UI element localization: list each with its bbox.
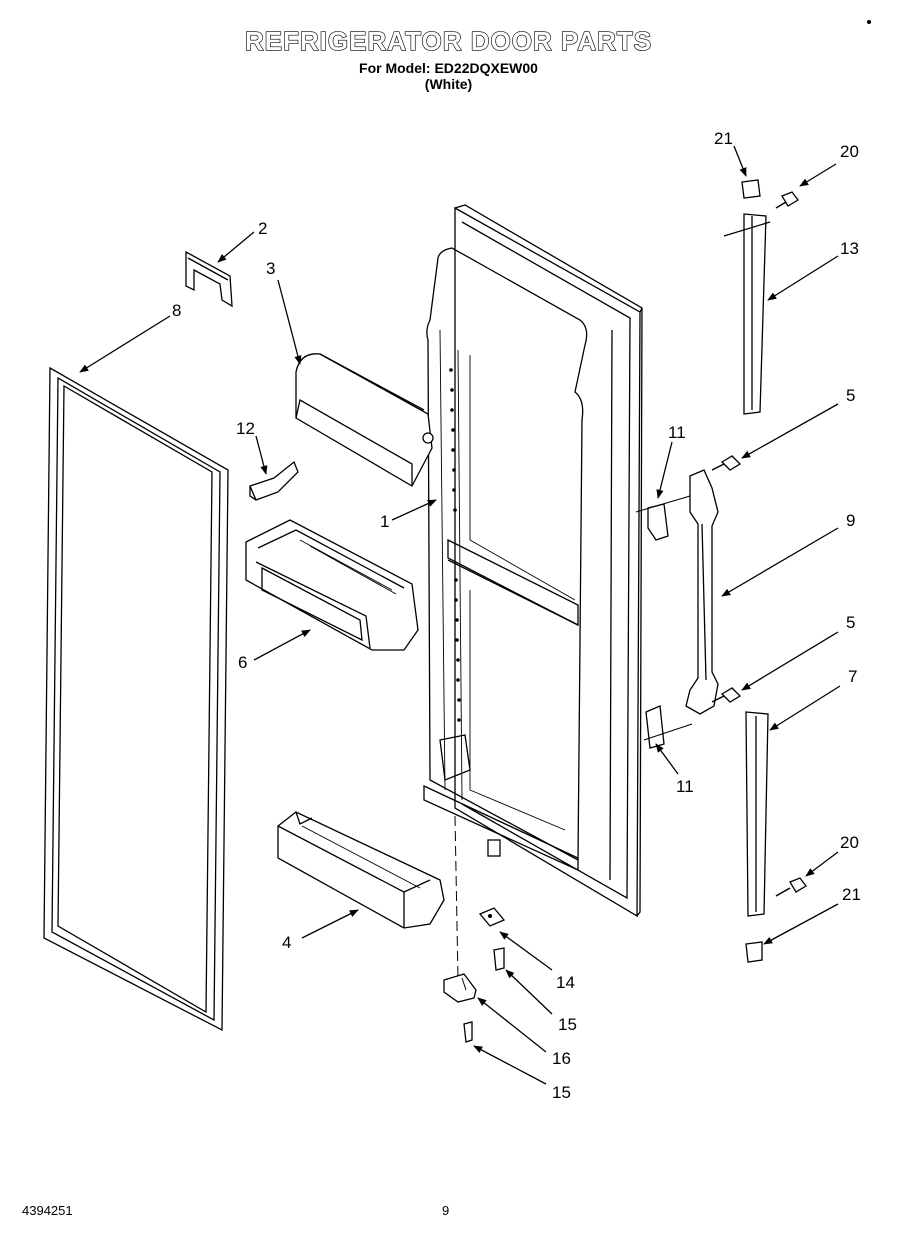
callout-4: 4 bbox=[282, 933, 291, 952]
dairy-bin-part bbox=[245, 519, 419, 651]
trim-bottom-part bbox=[745, 711, 769, 917]
callout-20-lower: 20 bbox=[840, 833, 859, 852]
color-line: (White) bbox=[424, 76, 473, 92]
callout-9: 9 bbox=[846, 511, 855, 530]
callout-12: 12 bbox=[236, 419, 255, 438]
callout-7: 7 bbox=[848, 667, 857, 686]
callout-13: 13 bbox=[840, 239, 859, 258]
door-liner-part bbox=[423, 204, 643, 981]
door-shelf-part bbox=[277, 811, 445, 929]
end-cap-bottom-part bbox=[745, 941, 763, 963]
mounting-plate-lower-part bbox=[643, 705, 693, 749]
screw-bottom-part bbox=[775, 877, 807, 897]
callout-15-lower: 15 bbox=[552, 1083, 571, 1102]
callout-20-upper: 20 bbox=[840, 142, 859, 161]
callout-2: 2 bbox=[258, 219, 267, 238]
callout-11-lower: 11 bbox=[676, 777, 694, 796]
screw-hinge-upper-part bbox=[493, 947, 505, 971]
callout-11-upper: 11 bbox=[668, 423, 686, 442]
callout-5-upper: 5 bbox=[846, 386, 855, 405]
leader-lines bbox=[79, 145, 841, 1085]
small-clip-part bbox=[249, 460, 299, 501]
dairy-door-part bbox=[295, 353, 434, 487]
model-line: For Model: ED22DQXEW00 bbox=[359, 60, 538, 76]
callout-14: 14 bbox=[556, 973, 575, 992]
callout-3: 3 bbox=[266, 259, 275, 278]
screw-hinge-lower-part bbox=[463, 1021, 473, 1043]
mounting-plate-upper-part bbox=[635, 495, 691, 541]
callout-6: 6 bbox=[238, 653, 247, 672]
callout-21-upper: 21 bbox=[714, 129, 733, 148]
door-gasket-part bbox=[43, 366, 229, 1032]
callout-21-lower: 21 bbox=[842, 885, 861, 904]
trim-top-part bbox=[723, 213, 771, 415]
end-cap-top-part bbox=[741, 179, 761, 199]
callout-15-upper: 15 bbox=[558, 1015, 577, 1034]
door-handle-part bbox=[685, 469, 719, 715]
page-title: REFRIGERATOR DOOR PARTS bbox=[244, 25, 653, 56]
document-code: 4394251 bbox=[22, 1203, 73, 1218]
callout-1: 1 bbox=[380, 512, 389, 531]
callout-16: 16 bbox=[552, 1049, 571, 1068]
callout-5-lower: 5 bbox=[846, 613, 855, 632]
screw-upper-part bbox=[711, 455, 742, 471]
screw-lower-part bbox=[711, 687, 742, 703]
callout-labels: 1 2 3 4 5 5 6 7 8 9 11 11 12 13 14 15 16… bbox=[172, 129, 861, 1102]
hinge-part bbox=[443, 973, 477, 1003]
clip-part bbox=[185, 250, 233, 308]
bushing-part bbox=[478, 907, 506, 927]
screw-top-part bbox=[775, 191, 799, 209]
callout-8: 8 bbox=[172, 301, 181, 320]
page-number: 9 bbox=[442, 1203, 450, 1218]
